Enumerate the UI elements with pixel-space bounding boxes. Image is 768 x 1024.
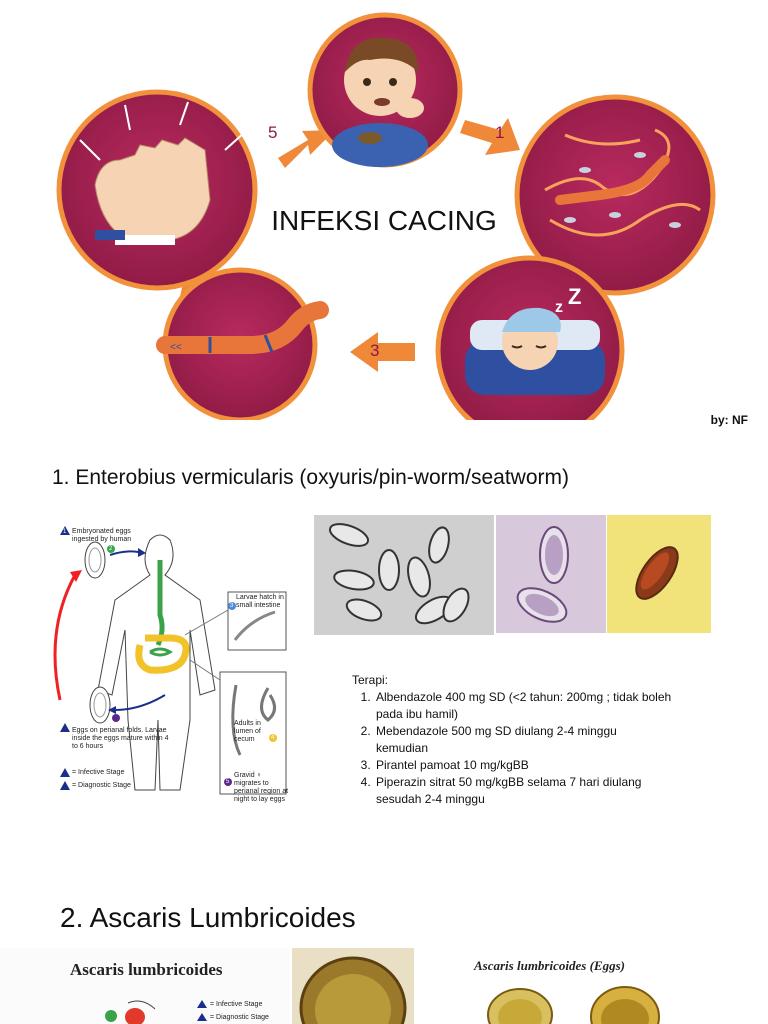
therapy-section: Terapi: Albendazole 400 mg SD (<2 tahun:…: [352, 672, 672, 808]
svg-text:<<: <<: [170, 342, 182, 353]
therapy-item: Piperazin sitrat 50 mg/kgBB selama 7 har…: [374, 774, 672, 808]
lc-step-1: 1: [63, 529, 67, 535]
cycle-circle-sleeping-child: z Z: [435, 255, 625, 420]
microscope-photo-eggs-purple: [496, 515, 606, 633]
lc-step-3: 3: [230, 603, 234, 609]
lc-label-eggs-perianal: Eggs on perianal folds. Larvae inside th…: [72, 727, 169, 750]
ascaris-legend-diagnostic: = Diagnostic Stage: [210, 1014, 269, 1021]
therapy-list: Albendazole 400 mg SD (<2 tahun: 200mg ;…: [352, 689, 672, 808]
enterobius-lifecycle-diagram: Embryonated eggs ingested by human Larva…: [40, 520, 300, 803]
cycle-circle-hands: [56, 89, 258, 291]
lc-label-larvae: Larvae hatch in small intestine: [236, 594, 284, 609]
ascaris-eggs-title: Ascaris lumbricoides (Eggs): [474, 958, 625, 973]
therapy-item: Pirantel pamoat 10 mg/kgBB: [374, 757, 672, 774]
arrow-5: [278, 130, 335, 168]
lc-label-adults: Adults in lumen of cecum: [234, 720, 261, 743]
lc-step-5: 5: [226, 779, 230, 785]
cycle-circle-worms: [514, 94, 716, 296]
arrow-1: [460, 118, 520, 155]
ascaris-egg-photo: [292, 948, 414, 1024]
section-2-heading: 2. Ascaris Lumbricoides: [60, 902, 356, 933]
step-number-5: 5: [268, 123, 277, 142]
lc-step-4: 4: [271, 735, 275, 741]
cycle-circle-child-eating: [307, 12, 463, 168]
arrow-3: [350, 332, 415, 372]
infection-cycle-diagram: 1 2 3 4 5 z Z: [56, 12, 716, 420]
step-number-3: 3: [370, 341, 379, 360]
therapy-item: Albendazole 400 mg SD (<2 tahun: 200mg ;…: [374, 689, 672, 723]
lc-step-2: 2: [109, 546, 113, 552]
lc-legend-infective: = Infective Stage: [72, 769, 125, 776]
ascaris-lifecycle-box: [0, 948, 290, 1024]
ascaris-eggs-photos: [487, 986, 660, 1024]
ascaris-box-title: Ascaris lumbricoides: [70, 960, 223, 979]
therapy-item: Mebendazole 500 mg SD diulang 2-4 minggu…: [374, 723, 672, 757]
svg-text:z: z: [555, 299, 563, 316]
microscope-photo-egg-yellow: [607, 515, 711, 633]
lc-label-gravid: Gravid ♀ migrates to perianal region at …: [234, 772, 289, 803]
section-1-heading: 1. Enterobius vermicularis (oxyuris/pin-…: [52, 466, 569, 489]
author-byline: by: NF: [710, 413, 748, 427]
microscope-photo-eggs-gray: [314, 515, 494, 635]
therapy-title: Terapi:: [352, 673, 389, 687]
lc-label-embryonated: Embryonated eggs ingested by human: [72, 528, 132, 543]
cycle-title: INFEKSI CACING: [271, 205, 497, 236]
ascaris-figure: [105, 1000, 156, 1024]
cycle-circle-worm: <<: [156, 267, 329, 420]
lc-legend-diagnostic: = Diagnostic Stage: [72, 782, 131, 789]
lifecycle-figure: [53, 526, 287, 795]
ascaris-legend-infective: = Infective Stage: [210, 1001, 263, 1008]
ascaris-legend-markers: [197, 1000, 207, 1021]
step-number-1: 1: [495, 123, 504, 142]
svg-text:Z: Z: [568, 284, 581, 309]
